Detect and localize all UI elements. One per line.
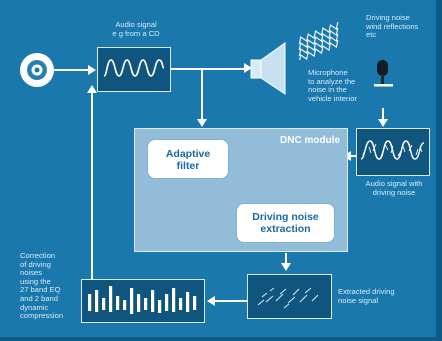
correction-label: Correction of driving noises using the 2…: [20, 251, 64, 321]
connector-module-down: [285, 253, 287, 264]
audio-with-noise-scope: [356, 128, 430, 176]
speaker-icon: [250, 42, 286, 95]
arrowhead-to-noisy-scope: [378, 119, 388, 127]
driving-noise-label: Driving noise wind reflections etc: [366, 13, 419, 40]
audio-signal-scope: [97, 47, 171, 92]
dnc-module-title: DNC module: [280, 135, 340, 146]
noisy-wave-icon: [360, 140, 425, 160]
audio-signal-label: Audio signal e g from a CD: [112, 20, 160, 38]
microphone-icon: [374, 60, 393, 87]
connector-cd-to-audio: [51, 69, 89, 71]
arrowhead-to-eq: [207, 296, 215, 306]
arrowhead-back-to-audio: [87, 85, 97, 93]
microphone-label: Microphone to analyze the noise in the v…: [308, 68, 357, 103]
equalizer-bars-icon: [88, 286, 197, 314]
frame-edge-right: [436, 0, 442, 341]
arrowhead-to-extracted-scope: [281, 263, 291, 271]
noise-waves-icon: [298, 21, 339, 60]
cd-disc-icon: [20, 53, 54, 87]
driving-noise-extraction-node: Driving noise extraction: [236, 203, 335, 243]
sine-wave-icon: [103, 59, 165, 77]
connector-mic-down: [382, 108, 384, 120]
arrowhead-to-speaker: [244, 63, 252, 73]
arrowhead-to-module: [197, 119, 207, 127]
arrowhead-to-audio: [88, 65, 96, 75]
equalizer-scope: [81, 279, 205, 323]
connector-audio-to-speaker: [171, 68, 245, 70]
extracted-noise-scope: [247, 274, 332, 319]
adaptive-filter-node: Adaptive filter: [147, 139, 229, 179]
extracted-noise-icon: [257, 287, 319, 309]
connector-extracted-to-eq: [214, 300, 247, 302]
extracted-noise-label: Extracted driving noise signal: [338, 287, 395, 305]
audio-with-noise-label: Audio signal with driving noise: [365, 179, 423, 197]
connector-audio-down: [201, 68, 203, 120]
connector-eq-up: [91, 91, 93, 279]
frame-edge-bottom: [0, 337, 442, 341]
